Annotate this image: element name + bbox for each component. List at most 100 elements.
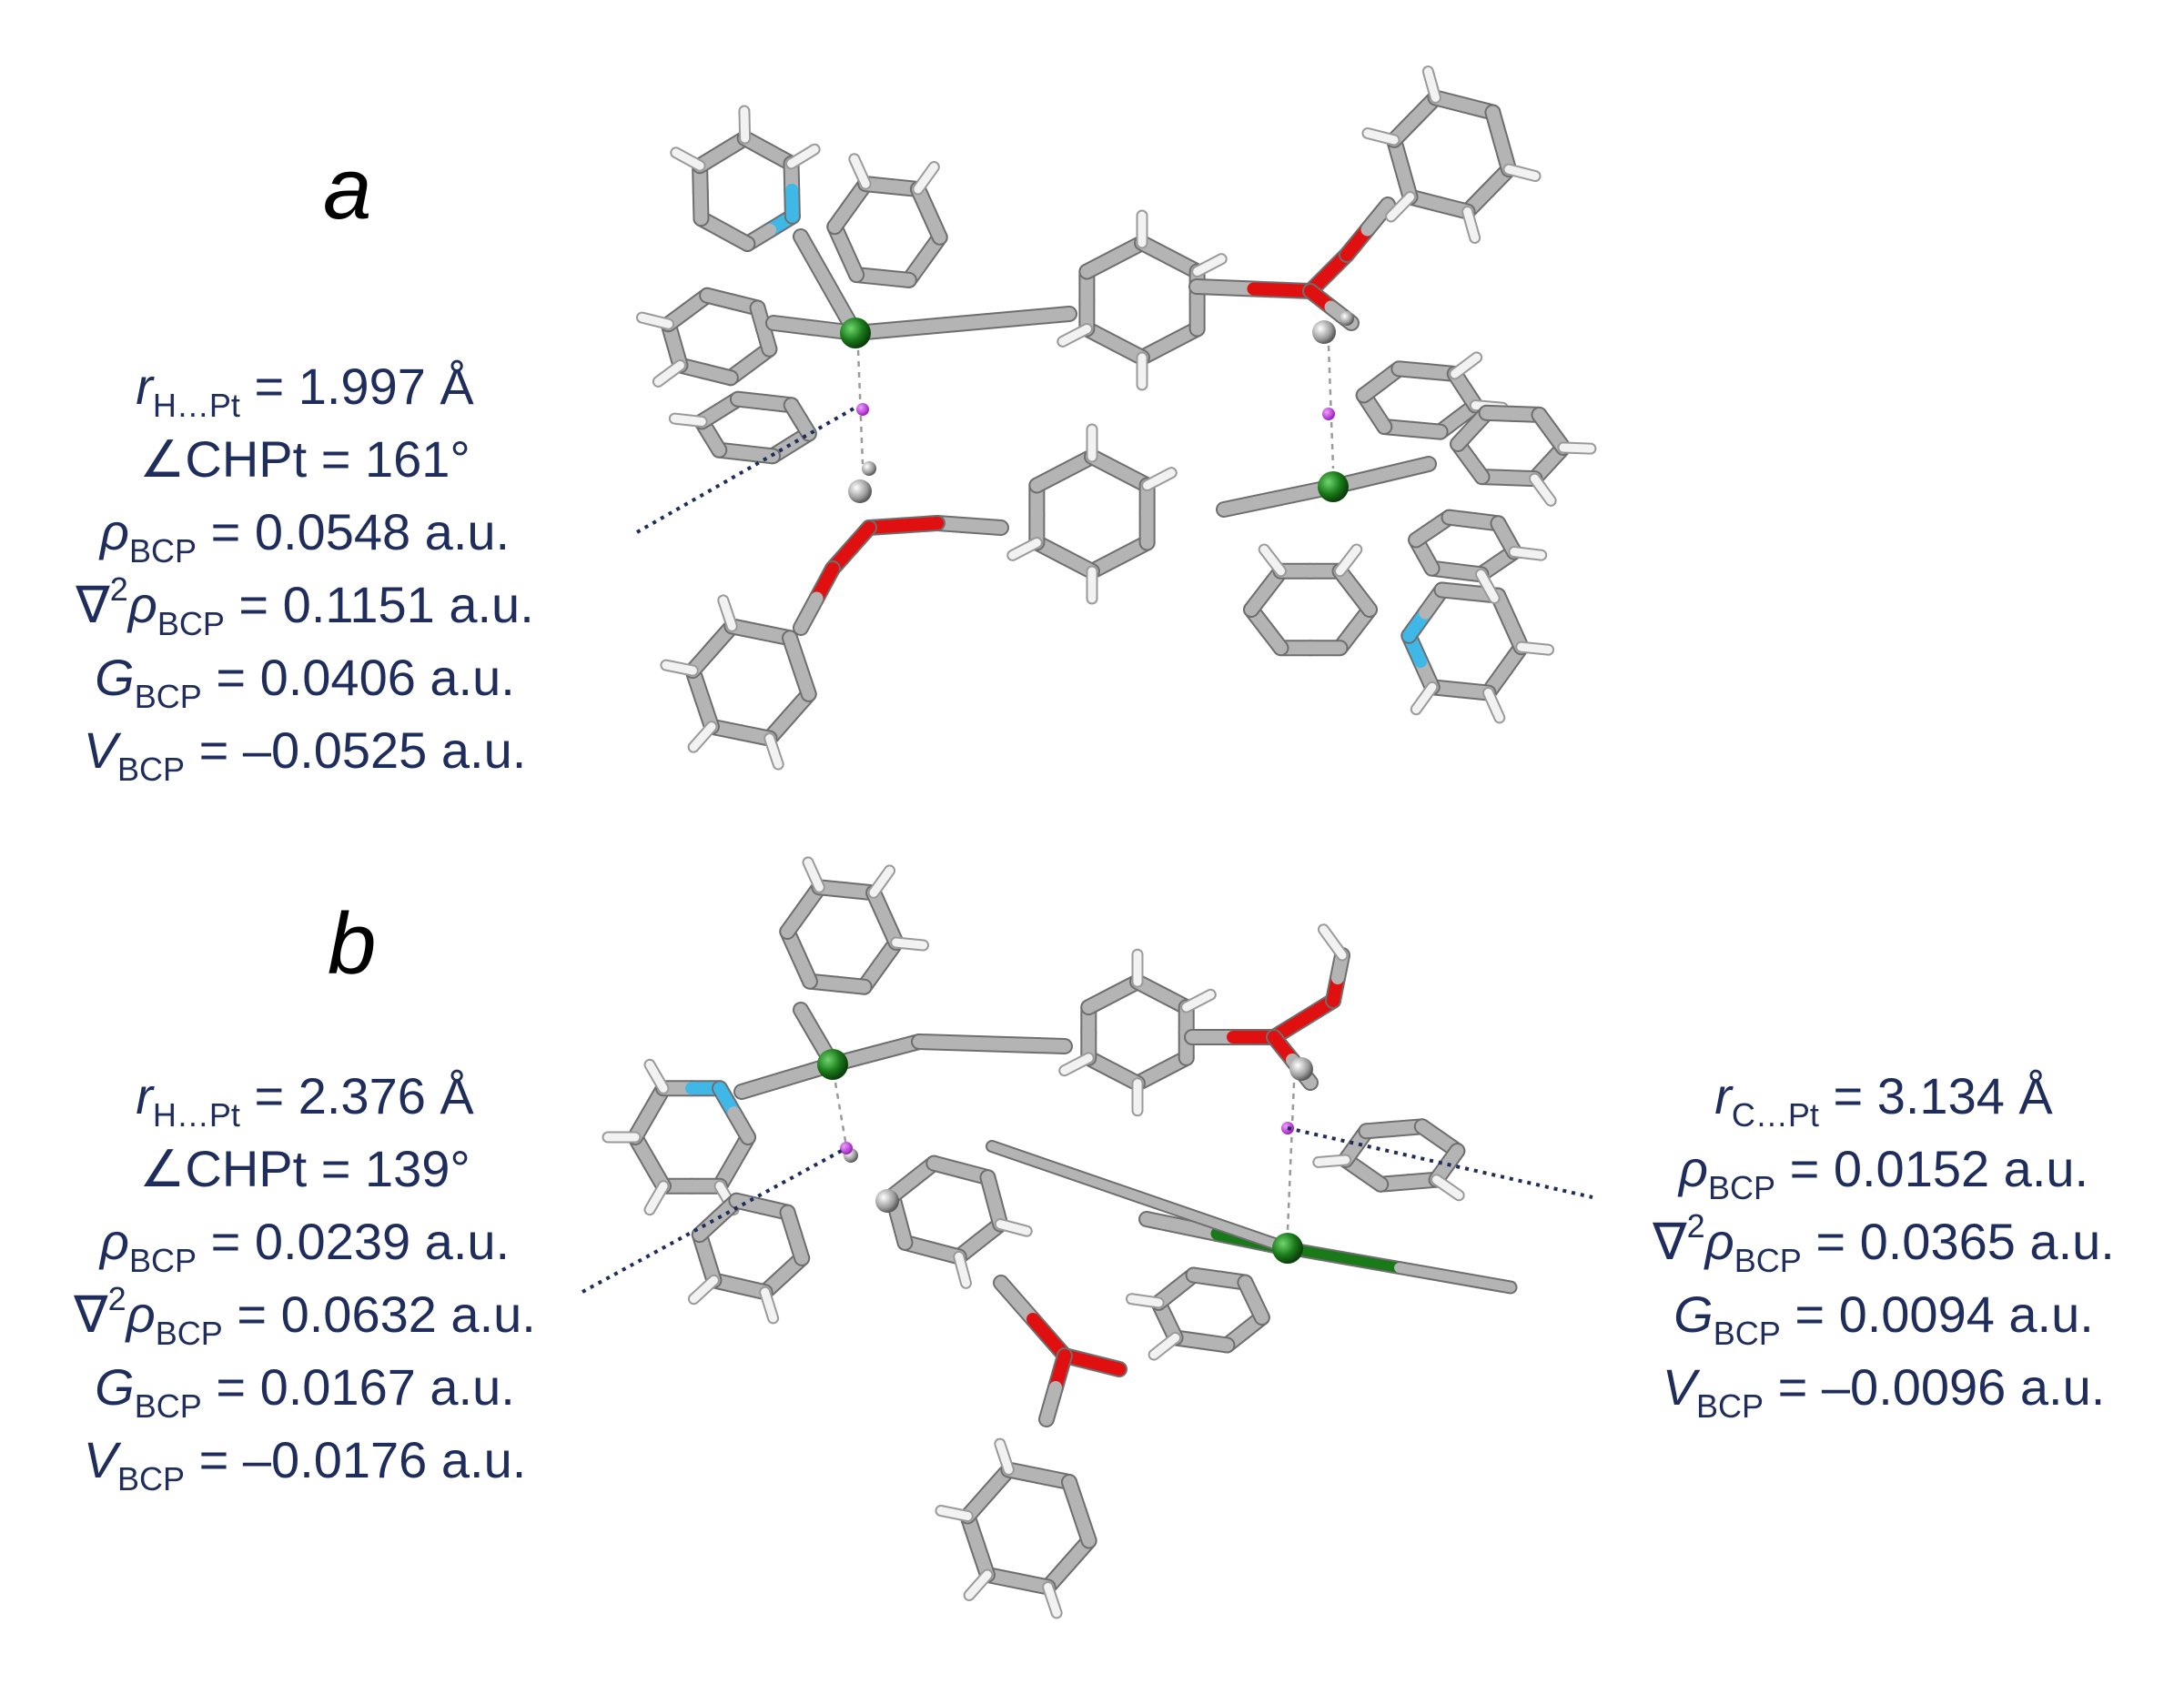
v-row: VBCP = –0.0525 a.u. [9, 714, 601, 787]
bond [1149, 1333, 1180, 1359]
bond [787, 145, 819, 168]
g-symbol: G [1673, 1286, 1714, 1343]
g-subscript: BCP [1713, 1315, 1781, 1352]
distance-symbol: r [136, 1067, 153, 1124]
bond [1360, 198, 1394, 237]
laplacian-superscript: 2 [107, 1280, 126, 1317]
rho-value: = 0.0152 a.u. [1789, 1140, 2089, 1197]
bond [1432, 1175, 1463, 1200]
laplacian-subscript: BCP [1734, 1242, 1802, 1279]
bond [1319, 925, 1347, 960]
bond [892, 938, 928, 950]
g-value: = 0.0094 a.u. [1795, 1286, 2094, 1343]
carbon-atom [1312, 320, 1336, 344]
distance-row: rH…Pt = 1.997 Å [9, 350, 601, 423]
bond [1259, 545, 1285, 576]
bond [1336, 545, 1361, 576]
nabla-symbol: ∇ [74, 1286, 108, 1343]
bond [1463, 207, 1480, 242]
bond [850, 155, 870, 188]
rho-value: = 0.0548 a.u. [210, 503, 511, 560]
bond [794, 412, 815, 440]
bond [1348, 583, 1376, 616]
bond [1190, 280, 1260, 296]
bond [1135, 1193, 1292, 1253]
bond [1363, 128, 1399, 145]
g-subscript: BCP [134, 678, 202, 715]
annotation-a: rH…Pt = 1.997 Å ∠CHPt = 161° ρBCP = 0.05… [9, 350, 601, 787]
bond [965, 1570, 992, 1599]
bond [735, 1072, 794, 1098]
laplacian-subscript: BCP [157, 605, 225, 642]
bond [1451, 353, 1481, 378]
hydrogen-atom [862, 461, 876, 476]
laplacian-value: = 0.1151 a.u. [238, 576, 534, 633]
bond [672, 148, 704, 170]
laplacian-row: ∇2ρBCP = 0.0365 a.u. [1592, 1205, 2175, 1278]
angle-value: = 161° [320, 430, 470, 488]
rho-symbol: ρ [1678, 1140, 1708, 1197]
v-symbol: V [83, 1431, 118, 1488]
g-row: GBCP = 0.0406 a.u. [9, 641, 601, 714]
bond [913, 1035, 998, 1051]
molecule-a [635, 66, 1597, 771]
bond [1517, 642, 1553, 654]
carbon-atom [848, 479, 872, 503]
bond-critical-point [1322, 408, 1335, 420]
g-symbol: G [95, 649, 135, 706]
bond [1044, 1582, 1061, 1618]
v-subscript: BCP [1696, 1387, 1764, 1425]
rho-subscript: BCP [1707, 1169, 1776, 1206]
rho-subscript: BCP [128, 1242, 197, 1279]
bond [645, 1182, 668, 1215]
rho-symbol: ρ [99, 1213, 129, 1270]
leader-line-a [636, 406, 856, 534]
nabla-symbol: ∇ [76, 576, 110, 633]
g-symbol: G [95, 1358, 135, 1416]
laplacian-subscript: BCP [155, 1315, 223, 1352]
bond [719, 596, 736, 630]
bond [1374, 458, 1435, 482]
angle-row: ∠CHPt = 139° [9, 1133, 601, 1205]
bond [1282, 1243, 1404, 1273]
bond [1476, 570, 1499, 602]
bond [1008, 539, 1041, 560]
bond [1530, 474, 1555, 505]
bond [1559, 443, 1595, 453]
platinum-atom [1318, 471, 1349, 502]
carbon-atom [1289, 1057, 1313, 1081]
bond [1143, 469, 1176, 489]
bond [645, 1060, 668, 1093]
bond [955, 1252, 971, 1287]
laplacian-rho-symbol: ρ [126, 1286, 156, 1343]
distance-value: = 2.376 Å [254, 1067, 474, 1124]
g-row: GBCP = 0.0094 a.u. [1592, 1278, 2175, 1351]
bond [1411, 682, 1437, 714]
bond [986, 1037, 1071, 1053]
v-value: = –0.0176 a.u. [198, 1431, 527, 1488]
distance-row: rH…Pt = 2.376 Å [9, 1060, 601, 1133]
laplacian-value: = 0.0632 a.u. [237, 1286, 536, 1343]
bond [689, 722, 716, 751]
bond [804, 858, 824, 892]
laplacian-rho-symbol: ρ [1704, 1213, 1734, 1270]
angle-symbol: ∠CHPt [139, 1140, 308, 1197]
annotation-b-left: rH…Pt = 2.376 Å ∠CHPt = 139° ρBCP = 0.02… [9, 1060, 601, 1497]
distance-symbol: r [136, 358, 153, 415]
distance-subscript: H…Pt [152, 1096, 240, 1134]
bond [1394, 1263, 1516, 1293]
bond [869, 866, 895, 897]
bond [1247, 1293, 1269, 1325]
platinum-atom [840, 318, 871, 348]
bond [996, 1439, 1013, 1475]
v-row: VBCP = –0.0096 a.u. [1592, 1351, 2175, 1424]
bond [727, 1106, 754, 1144]
rho-row: ρBCP = 0.0239 a.u. [9, 1205, 601, 1278]
rho-value: = 0.0239 a.u. [210, 1213, 511, 1270]
g-subscript: BCP [134, 1387, 202, 1425]
bond [1058, 325, 1091, 346]
platinum-atom [817, 1049, 848, 1080]
laplacian-rho-symbol: ρ [127, 576, 157, 633]
v-symbol: V [1662, 1358, 1697, 1416]
bond [1423, 67, 1440, 102]
